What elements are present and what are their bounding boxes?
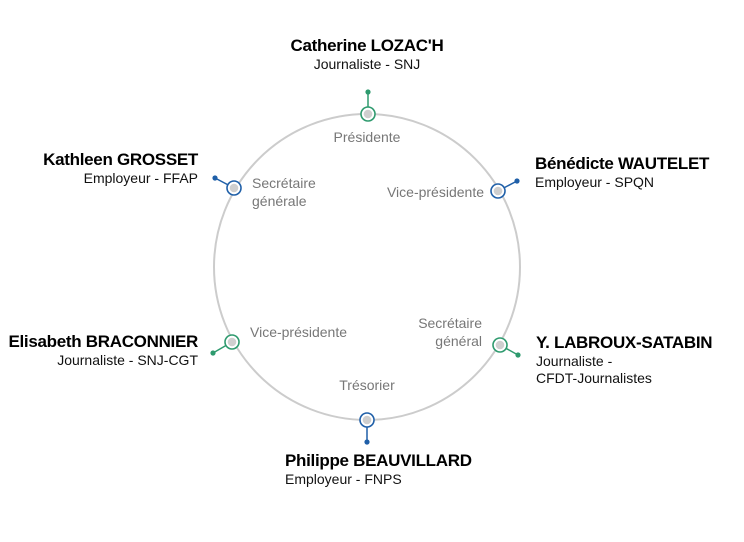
role-label: Secrétaire général (418, 315, 482, 349)
node-philippe-beauvillard (359, 412, 375, 445)
member-name: Elisabeth BRACONNIER (8, 332, 198, 351)
node-center (363, 109, 373, 119)
node-kathleen-grosset (212, 175, 242, 196)
node-benedicte-wautelet (490, 178, 520, 199)
node-center (493, 186, 503, 196)
member-philippe-beauvillard: Philippe BEAUVILLARD Employeur - FNPS (285, 451, 472, 488)
connector-dot (210, 350, 216, 356)
member-name: Y. LABROUX-SATABIN (536, 333, 713, 352)
role-label: Trésorier (339, 377, 395, 393)
member-y-labroux-satabin: Y. LABROUX-SATABIN Journaliste - CFDT-Jo… (536, 333, 713, 387)
role-label: Vice-présidente (250, 324, 348, 340)
member-name: Kathleen GROSSET (43, 150, 198, 169)
member-organisation: Employeur - FNPS (285, 471, 402, 487)
connector-dot (365, 89, 371, 95)
member-elisabeth-braconnier: Elisabeth BRACONNIER Journaliste - SNJ-C… (8, 332, 198, 369)
member-organisation: Journaliste - SNJ-CGT (57, 352, 198, 368)
member-catherine-lozach: Catherine LOZAC'H Journaliste - SNJ (267, 36, 467, 73)
node-center (495, 340, 505, 350)
node-center (229, 183, 239, 193)
member-organisation: Employeur - FFAP (83, 170, 198, 186)
connector-dot (364, 439, 370, 445)
role-label: Secrétaire générale (252, 175, 316, 209)
node-center (362, 415, 372, 425)
connector-dot (515, 352, 521, 358)
member-kathleen-grosset: Kathleen GROSSET Employeur - FFAP (8, 150, 198, 187)
role-label: Présidente (333, 129, 401, 145)
member-name: Bénédicte WAUTELET (535, 154, 710, 173)
member-organisation: Journaliste - CFDT-Journalistes (536, 353, 652, 386)
member-organisation: Employeur - SPQN (535, 174, 655, 190)
node-catherine-lozach (360, 89, 376, 122)
node-center (227, 337, 237, 347)
connector-dot (514, 178, 520, 184)
connector-dot (212, 175, 218, 181)
board-ring (213, 113, 521, 421)
member-organisation: Journaliste - SNJ (313, 56, 421, 72)
member-name: Catherine LOZAC'H (290, 36, 444, 55)
node-y-labroux-satabin (492, 337, 521, 358)
role-label: Vice-présidente (386, 184, 484, 200)
member-name: Philippe BEAUVILLARD (285, 451, 472, 470)
node-elisabeth-braconnier (210, 334, 240, 356)
member-benedicte-wautelet: Bénédicte WAUTELET Employeur - SPQN (535, 154, 709, 191)
